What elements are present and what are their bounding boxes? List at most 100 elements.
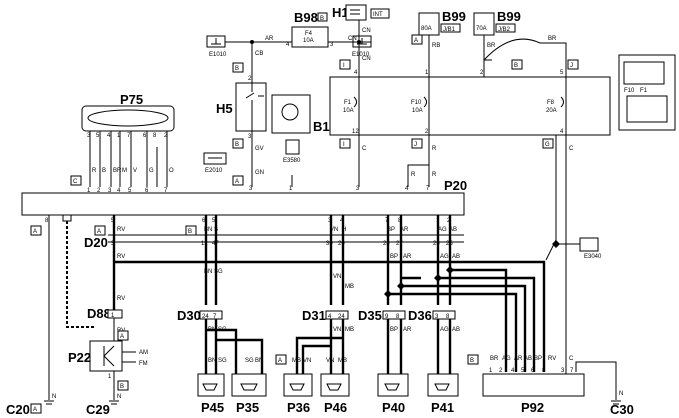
svg-text:5: 5	[128, 188, 132, 194]
svg-text:AG: AG	[438, 227, 447, 233]
svg-text:N: N	[619, 391, 623, 397]
svg-text:N: N	[117, 394, 121, 400]
d20-label: D20	[84, 235, 108, 250]
p46-label: P46	[324, 400, 347, 415]
svg-text:27: 27	[396, 241, 403, 247]
d30-label: D30	[177, 308, 201, 323]
d35-label: D35	[358, 308, 382, 323]
svg-text:SG: SG	[218, 327, 227, 333]
b98-fuse-box	[291, 26, 329, 48]
h1-box	[345, 4, 367, 21]
b98-label: B98	[294, 10, 318, 25]
svg-text:AB: AB	[452, 327, 460, 333]
svg-text:2: 2	[97, 188, 101, 194]
svg-text:CB: CB	[255, 51, 263, 57]
svg-text:3: 3	[108, 188, 112, 194]
c20-label: C20	[6, 402, 30, 417]
svg-text:4: 4	[107, 133, 111, 139]
svg-text:C: C	[569, 356, 574, 362]
svg-text:AR: AR	[265, 36, 274, 42]
svg-text:3: 3	[249, 186, 253, 192]
svg-text:6: 6	[531, 368, 535, 374]
svg-text:F1: F1	[344, 100, 352, 106]
c30-label: C30	[610, 402, 634, 417]
svg-text:A: A	[120, 334, 124, 340]
svg-text:BR: BR	[490, 356, 499, 362]
svg-text:BN: BN	[255, 358, 263, 364]
p45-label: P45	[201, 400, 224, 415]
svg-text:1: 1	[111, 313, 115, 319]
svg-text:CN: CN	[362, 28, 371, 34]
e3580-label: E3580	[283, 158, 301, 164]
svg-text:AB: AB	[452, 254, 460, 260]
svg-text:BP: BP	[387, 227, 395, 233]
svg-text:R: R	[411, 172, 416, 178]
svg-text:6: 6	[143, 133, 147, 139]
svg-text:B: B	[235, 142, 239, 148]
p36-label: P36	[287, 400, 310, 415]
wire-rv-bus	[112, 215, 546, 372]
svg-text:4: 4	[286, 42, 290, 48]
svg-text:VN: VN	[330, 227, 338, 233]
svg-text:MB: MB	[338, 358, 347, 364]
svg-text:SG: SG	[245, 358, 254, 364]
svg-text:G: G	[149, 168, 154, 174]
svg-text:4: 4	[117, 188, 121, 194]
svg-text:FM: FM	[139, 361, 148, 367]
svg-text:C: C	[362, 146, 367, 152]
svg-text:G: G	[545, 142, 550, 148]
b1-image	[271, 94, 311, 134]
p22-box	[89, 340, 123, 372]
svg-text:GN: GN	[255, 170, 264, 176]
svg-text:O: O	[169, 168, 174, 174]
svg-text:1: 1	[289, 186, 293, 192]
svg-text:B: B	[102, 168, 106, 174]
svg-text:30: 30	[326, 241, 333, 247]
p22-label: P22	[68, 350, 91, 365]
svg-text:5: 5	[212, 218, 216, 224]
svg-text:MB: MB	[345, 284, 354, 290]
svg-text:8: 8	[446, 314, 450, 320]
svg-text:AR: AR	[403, 254, 412, 260]
h5-label: H5	[216, 101, 233, 116]
e3040-label: E3040	[584, 254, 602, 260]
e2010-label: E2010	[205, 168, 223, 174]
svg-text:BN: BN	[208, 327, 216, 333]
svg-text:N: N	[52, 394, 56, 400]
svg-text:7: 7	[213, 314, 217, 320]
svg-text:AR: AR	[403, 327, 412, 333]
b99b-conn-box	[495, 23, 516, 33]
svg-text:3: 3	[87, 133, 91, 139]
svg-text:J: J	[570, 63, 573, 69]
svg-text:3: 3	[356, 186, 360, 192]
d31-label: D31	[302, 308, 326, 323]
svg-text:CN: CN	[362, 56, 371, 62]
svg-text:CN: CN	[348, 36, 357, 42]
svg-text:20: 20	[338, 241, 345, 247]
svg-text:B: B	[120, 384, 124, 390]
svg-text:BR: BR	[113, 168, 122, 174]
svg-text:1: 1	[425, 70, 429, 76]
svg-text:A: A	[33, 229, 37, 235]
svg-text:RV: RV	[548, 356, 556, 362]
b99b-label: B99	[497, 9, 521, 24]
svg-text:7: 7	[164, 188, 168, 194]
svg-text:5: 5	[521, 368, 525, 374]
p20-box	[21, 192, 465, 216]
svg-text:VN: VN	[303, 358, 311, 364]
svg-text:BP: BP	[390, 327, 398, 333]
e3580-ground-icon	[285, 139, 300, 155]
svg-text:M: M	[122, 168, 127, 174]
b99a-conn-text: J/B1	[443, 27, 456, 33]
svg-text:A: A	[33, 407, 37, 413]
h5-box	[235, 82, 267, 132]
svg-text:I: I	[343, 142, 345, 148]
svg-text:26: 26	[433, 241, 440, 247]
c29-label: C29	[86, 402, 110, 417]
b98-conn-letter: B	[320, 16, 324, 22]
svg-text:5: 5	[96, 133, 100, 139]
svg-text:10A: 10A	[343, 108, 354, 114]
svg-text:2: 2	[164, 133, 168, 139]
svg-text:4: 4	[405, 186, 409, 192]
svg-text:BP: BP	[390, 254, 398, 260]
